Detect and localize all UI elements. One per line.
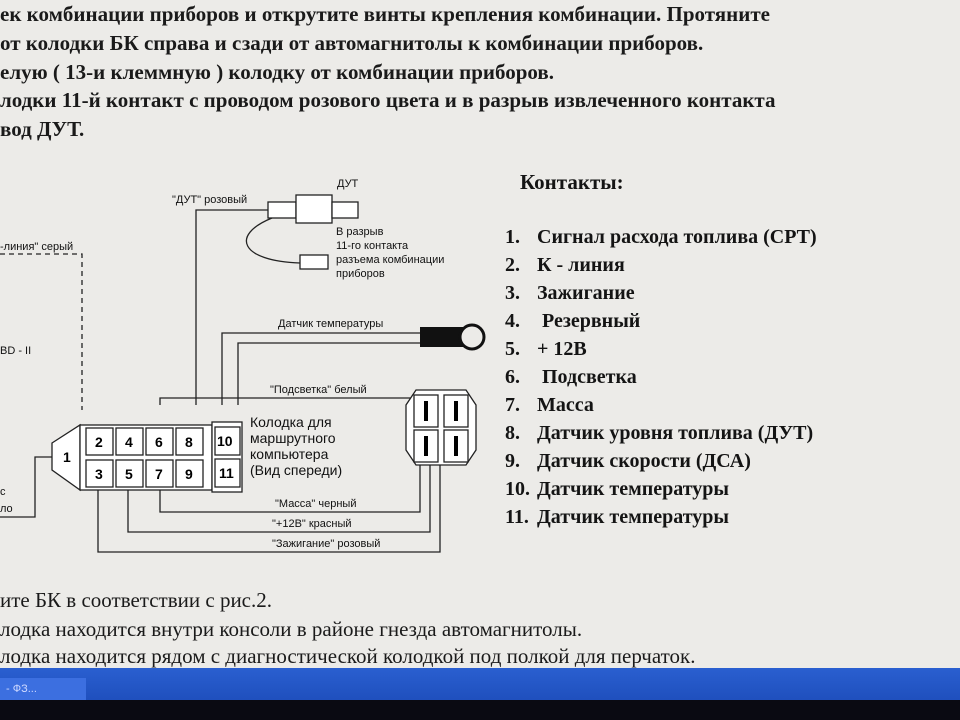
pin-1: 1 [63,449,71,465]
list-item: 7.Масса [505,394,594,416]
doc-line-4: лодки 11-й контакт с проводом розового ц… [0,88,776,112]
label-edge-c: с [0,486,6,498]
monitor-bezel [0,700,960,720]
label-backlight: "Подсветка" белый [270,384,367,396]
list-item: 4. Резервный [505,310,641,332]
label-dut: ДУТ [337,178,359,190]
doc-line-3: елую ( 13-и клеммную ) колодку от комбин… [0,60,554,84]
list-item: 3.Зажигание [505,282,635,304]
label-plus12: "+12В" красный [272,518,352,530]
label-obd: BD - II [0,345,31,357]
pin-6: 6 [155,434,163,450]
doc-bottom-line-1: ите БК в соответствии с рис.2. [0,588,273,612]
label-conn-4: (Вид спереди) [250,462,342,478]
label-conn-3: компьютера [250,446,329,462]
label-break-2: 11-го контакта [336,240,409,252]
pin-3: 3 [95,466,103,482]
label-mass: "Масса" черный [275,498,356,510]
list-item: 8.Датчик уровня топлива (ДУТ) [505,422,814,444]
temp-sensor-icon [420,327,465,347]
pin-4: 4 [125,434,133,450]
wiring-diagram: "ДУТ" розовый ДУТ В разрыв 11-го контакт… [0,178,486,553]
list-item: 6. Подсветка [505,366,637,388]
contacts-list: 1.Сигнал расхода топлива (СРТ) 2.К - лин… [505,223,817,531]
pin-11: 11 [219,465,234,481]
label-break-1: В разрыв [336,226,384,238]
list-item: 2.К - линия [505,254,625,276]
label-break-4: приборов [336,268,385,280]
doc-bottom-line-3: лодка находится рядом с диагностической … [0,644,696,668]
pin-5: 5 [125,466,133,482]
doc-bottom-line-2: лодка находится внутри консоли в районе … [0,617,583,641]
pin-10: 10 [217,433,233,449]
list-item: 5.+ 12В [505,338,587,360]
pin-2: 2 [95,434,103,450]
label-edge-lo: ло [0,503,13,515]
doc-line-1: ек комбинации приборов и открутите винты… [0,2,770,26]
contacts-title: Контакты: [520,170,624,194]
doc-line-5: вод ДУТ. [0,117,85,141]
label-k-line: -линия" серый [0,241,73,253]
list-item: 1.Сигнал расхода топлива (СРТ) [505,226,817,248]
label-dut-pink: "ДУТ" розовый [172,194,247,206]
pin-7: 7 [155,466,163,482]
label-break-3: разъема комбинации [336,254,444,266]
pin-8: 8 [185,434,193,450]
dut-wire [195,209,268,405]
label-conn-1: Колодка для [250,414,332,430]
label-conn-2: маршрутного [250,430,336,446]
doc-line-2: от колодки БК справа и сзади от автомагн… [0,31,704,55]
list-item: 9.Датчик скорости (ДСА) [505,450,751,472]
label-ignition: "Зажигание" розовый [272,538,380,550]
pin-9: 9 [185,466,193,482]
taskbar-item[interactable]: - ФЗ... [0,678,86,700]
label-temp-sensor: Датчик температуры [278,318,383,330]
list-item: 11.Датчик температуры [505,506,730,528]
list-item: 10.Датчик температуры [505,478,730,500]
